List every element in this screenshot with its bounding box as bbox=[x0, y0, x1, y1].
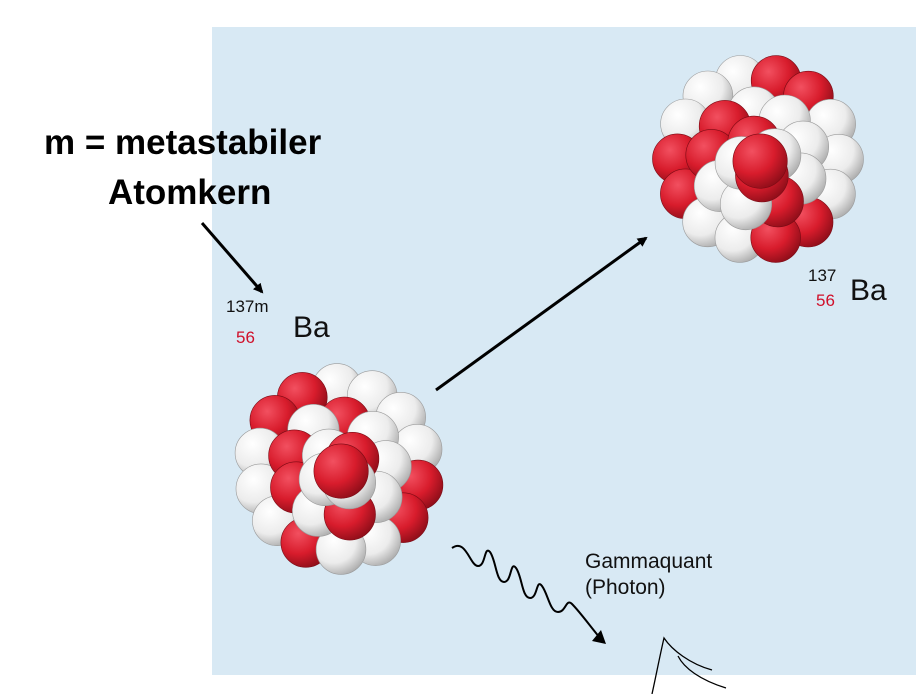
nucleus-ground-state bbox=[652, 55, 864, 263]
gamma-wave-arrow bbox=[451, 544, 601, 639]
annotation-line-1: m = metastabiler bbox=[44, 123, 322, 162]
mass-number: 137m bbox=[226, 297, 269, 316]
photon-label: Gammaquant (Photon) bbox=[585, 549, 712, 601]
annotation-arrow bbox=[200, 222, 264, 294]
pen-stroke bbox=[651, 636, 727, 694]
photon-label-line-2: (Photon) bbox=[585, 576, 666, 599]
mass-number: 137 bbox=[808, 266, 837, 285]
element-symbol: Ba bbox=[293, 311, 330, 344]
element-symbol: Ba bbox=[850, 274, 887, 307]
atomic-number: 56 bbox=[236, 328, 255, 347]
proton-sphere bbox=[313, 443, 369, 499]
decay-arrow bbox=[435, 236, 648, 392]
annotation-line-2: Atomkern bbox=[108, 173, 272, 212]
nucleus-metastable bbox=[234, 363, 444, 575]
proton-sphere bbox=[732, 133, 788, 189]
atomic-number: 56 bbox=[816, 291, 835, 310]
gamma-arrowhead bbox=[592, 630, 606, 644]
photon-label-line-1: Gammaquant bbox=[585, 550, 713, 573]
